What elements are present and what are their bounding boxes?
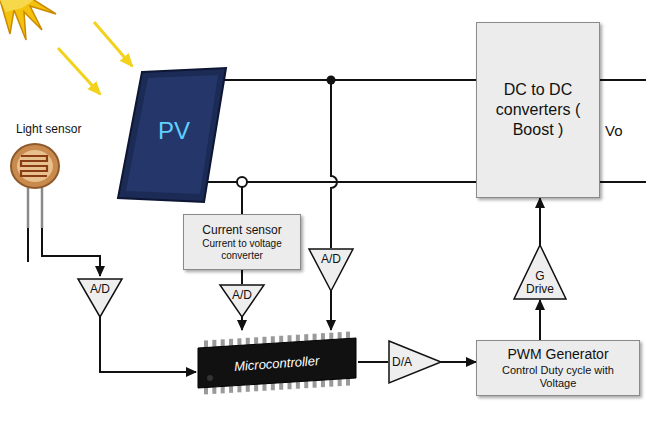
connector	[539, 198, 541, 245]
sun-ray	[58, 48, 100, 94]
converter-box: DC to DC converters ( Boost )	[476, 22, 600, 198]
microcontroller-chip: Microcontroller	[196, 330, 358, 396]
connector	[241, 317, 243, 330]
node-title: A/D	[232, 288, 252, 302]
connector	[330, 291, 332, 330]
node-title: G Drive	[523, 270, 557, 296]
node-title: PV	[158, 117, 190, 145]
connector	[441, 361, 476, 363]
pv-panel: PV	[118, 68, 226, 202]
connector	[358, 361, 388, 363]
node-subtitle: Current to voltage converter	[194, 238, 290, 261]
current-sensing-loop	[237, 177, 247, 187]
node-title: D/A	[392, 355, 412, 369]
output-wire	[600, 79, 646, 81]
node-title: DC to DC converters ( Boost )	[488, 80, 588, 140]
node-title: A/D	[321, 252, 341, 266]
pwm-box: PWM GeneratorControl Duty cycle with Vol…	[476, 340, 640, 396]
connector	[241, 270, 243, 284]
adc-triangle: A/D	[77, 278, 123, 318]
adc-triangle: A/D	[219, 284, 265, 318]
dac-triangle: D/A	[388, 340, 442, 384]
sensor-box: Current sensorCurrent to voltage convert…	[183, 214, 301, 270]
node-subtitle: Control Duty cycle with Voltage	[498, 364, 618, 390]
node-title: Current sensor	[202, 223, 281, 237]
connector	[206, 182, 242, 214]
output-voltage-label: Vo	[605, 122, 623, 139]
sun	[0, 0, 56, 40]
sensor-lead	[42, 228, 100, 276]
sun-ray	[94, 22, 132, 66]
junction-dot	[327, 76, 336, 85]
output-wire	[600, 181, 646, 183]
adc-triangle: A/D	[308, 248, 354, 292]
connector	[539, 300, 541, 340]
light-sensor-symbol	[11, 144, 59, 228]
driver-triangle: G Drive	[513, 244, 567, 300]
node-title: PWM Generator	[507, 346, 608, 362]
sensor-label: Light sensor	[16, 122, 81, 136]
connector	[100, 317, 196, 372]
sensor-lead	[27, 228, 29, 262]
node-title: A/D	[90, 282, 110, 296]
